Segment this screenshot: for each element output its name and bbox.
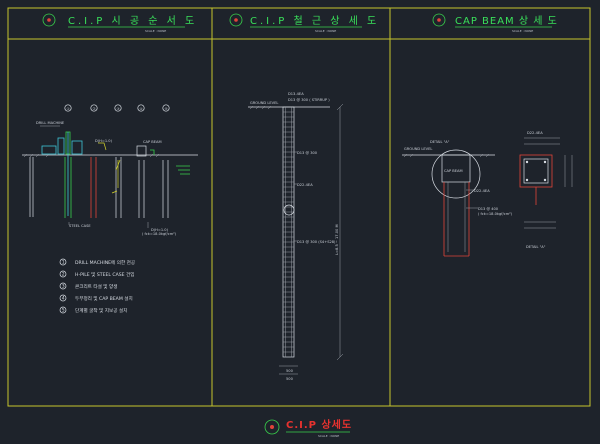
svg-text:두부정리 및 CAP BEAM 설치: 두부정리 및 CAP BEAM 설치 [75,295,133,302]
sequence-column-numbers: ① ② ③ ④ ⑤ [64,104,170,112]
title-marker-dot-icon [437,18,441,22]
step-item: 2 H-PILE 및 STEEL CASE 건입 [59,270,134,278]
svg-text:1: 1 [62,260,65,266]
panel-title-3: CAP BEAM 상 세 도 SCALE : NONE [432,13,558,33]
svg-text:D13 @ 300 (S4+S28): D13 @ 300 (S4+S28) [297,240,336,244]
svg-text:3: 3 [62,284,65,290]
svg-text:③: ③ [117,107,120,111]
drill-machine-icon: DRILL MACHINE [36,121,83,216]
panel-scale: SCALE : NONE [145,29,166,33]
outer-frame [7,7,591,407]
svg-text:CAP BEAM: CAP BEAM [143,140,162,144]
svg-text:D13 @ 300: D13 @ 300 [297,151,318,155]
footer-marker-icon [264,419,280,435]
svg-text:DETAIL "A": DETAIL "A" [430,140,450,144]
panel-scale: SCALE : NONE [315,29,336,33]
svg-text:④: ④ [140,107,143,111]
panel-title-2: C.I.P 철 근 상 세 도 SCALE : NONE [229,13,379,33]
svg-text:( fck=18.0kgf/cm²): ( fck=18.0kgf/cm²) [478,212,513,216]
svg-text:2: 2 [62,272,65,278]
svg-text:D13 @ 400: D13 @ 400 [478,207,499,211]
svg-text:D13-4EA: D13-4EA [288,92,304,96]
detail-callout-circle [431,149,481,199]
svg-text:GROUND LEVEL: GROUND LEVEL [250,101,278,105]
title-marker-dot-icon [234,18,238,22]
svg-text:⑤: ⑤ [165,107,169,111]
svg-text:D13 @ 300 ( STIRRUP ): D13 @ 300 ( STIRRUP ) [288,98,330,102]
svg-text:5: 5 [62,308,65,314]
svg-text:D(H=1.0): D(H=1.0) [151,228,169,232]
svg-text:단계별 굴착 및 지보공 설치: 단계별 굴착 및 지보공 설치 [75,307,127,314]
svg-text:H-PILE 및 STEEL CASE 건입: H-PILE 및 STEEL CASE 건입 [75,271,134,278]
rebar-drawing: GROUND LEVEL D13-4EA D13 @ 300 ( STIRRUP… [248,92,344,381]
footer-title-text: C.I.P 상세도 [286,418,352,431]
svg-text:①: ① [67,107,70,111]
step-item: 1 DRILL MACHINE에 의한 천공 [59,258,135,266]
sequence-steps-list: 1 DRILL MACHINE에 의한 천공 2 H-PILE 및 STEEL … [59,258,135,314]
svg-text:DETAIL "A": DETAIL "A" [526,245,546,249]
cap-beam-block [441,154,471,183]
svg-text:4: 4 [62,296,65,302]
panel-title-text: CAP BEAM 상 세 도 [455,15,558,27]
svg-text:( fck=18.0kgf/cm²): ( fck=18.0kgf/cm²) [142,232,177,236]
borehole-columns [29,145,169,218]
section-marker-icon [283,204,295,216]
panel-title-text: C.I.P 철 근 상 세 도 [250,15,379,27]
svg-text:D22-4EA: D22-4EA [474,189,490,193]
svg-text:L=8.5 ~ 17.00 M: L=8.5 ~ 17.00 M [335,224,339,255]
panel-title-1: C.I.P 시 공 순 서 도 SCALE : NONE [42,13,197,33]
footer-scale: SCALE : NONE [318,434,339,438]
svg-text:STEEL CASE: STEEL CASE [69,224,91,228]
step-item: 3 콘크리트 타설 및 양생 [59,282,117,290]
svg-text:D22-4EA: D22-4EA [527,131,543,135]
panel-scale: SCALE : NONE [512,29,533,33]
svg-text:DRILL MACHINE: DRILL MACHINE [36,121,65,125]
footer-title: C.I.P 상세도 SCALE : NONE [264,418,352,438]
svg-text:D22-4EA: D22-4EA [297,183,313,187]
svg-text:D(H=1.0): D(H=1.0) [95,139,113,143]
step-item: 5 단계별 굴착 및 지보공 설치 [59,306,127,314]
svg-text:CAP BEAM: CAP BEAM [444,169,463,173]
panel-title-text: C.I.P 시 공 순 서 도 [68,15,197,27]
svg-text:500: 500 [286,369,294,373]
stirrup-ties [283,111,294,353]
svg-text:GROUND LEVEL: GROUND LEVEL [404,147,432,151]
capbeam-drawing: DETAIL "A" GROUND LEVEL CAP BEAM D22-4EA… [402,131,573,257]
support-members [150,149,190,175]
sequence-drawing: ① ② ③ ④ ⑤ DRILL MACHINE [22,104,198,236]
svg-text:콘크리트 타설 및 양생: 콘크리트 타설 및 양생 [75,283,117,290]
svg-text:②: ② [93,107,96,111]
title-marker-icon [42,13,56,27]
title-marker-icon [432,13,446,27]
footer-marker-dot-icon [270,425,274,429]
section-a-outline [519,154,553,188]
title-marker-dot-icon [47,18,51,22]
svg-text:500: 500 [286,377,294,381]
title-marker-icon [229,13,243,27]
step-item: 4 두부정리 및 CAP BEAM 설치 [59,294,133,302]
svg-text:DRILL MACHINE에 의한 천공: DRILL MACHINE에 의한 천공 [75,259,135,266]
